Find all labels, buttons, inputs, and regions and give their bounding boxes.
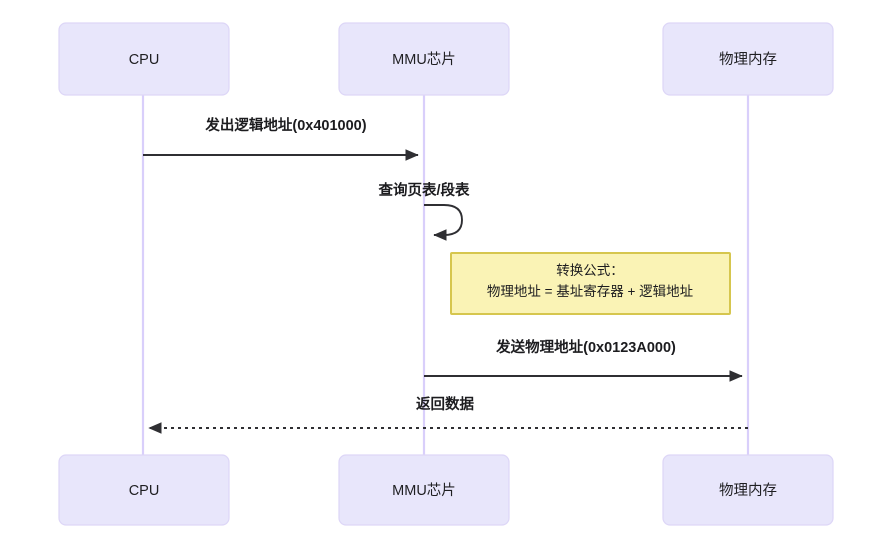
participant-label-mem: 物理内存: [719, 51, 777, 68]
note-line-2: 物理地址 = 基址寄存器 + 逻辑地址: [487, 283, 693, 299]
participant-label-cpu: CPU: [129, 52, 160, 68]
message-2[interactable]: 查询页表/段表: [378, 181, 470, 241]
message-3-label: 发送物理地址(0x0123A000): [495, 338, 676, 356]
participant-box-cpu[interactable]: [58, 22, 230, 96]
participant-label-mmu: MMU芯片: [392, 51, 456, 68]
participant-footer-mem[interactable]: 物理内存: [662, 454, 834, 526]
participant-box-mmu[interactable]: [338, 22, 510, 96]
message-2-label: 查询页表/段表: [378, 181, 470, 199]
participant-header-mmu[interactable]: MMU芯片: [338, 22, 510, 96]
message-4-label: 返回数据: [416, 395, 474, 413]
participant-header-mem[interactable]: 物理内存: [662, 22, 834, 96]
note-line-1: 转换公式：: [556, 263, 624, 278]
participant-box-mem-bottom[interactable]: [662, 454, 834, 526]
note-box[interactable]: [450, 252, 731, 315]
participant-header-cpu[interactable]: CPU: [58, 22, 230, 96]
message-1-label: 发出逻辑地址(0x401000): [204, 116, 366, 134]
participant-box-cpu-bottom[interactable]: [58, 454, 230, 526]
participant-box-mmu-bottom[interactable]: [338, 454, 510, 526]
participant-footer-cpu[interactable]: CPU: [58, 454, 230, 526]
participant-label-mmu-bottom: MMU芯片: [392, 482, 456, 499]
message-4[interactable]: 返回数据: [148, 395, 748, 434]
participant-box-mem[interactable]: [662, 22, 834, 96]
participant-footer-mmu[interactable]: MMU芯片: [338, 454, 510, 526]
note-conversion-formula[interactable]: 转换公式： 物理地址 = 基址寄存器 + 逻辑地址: [450, 252, 731, 315]
participant-label-cpu-bottom: CPU: [129, 483, 160, 499]
participant-label-mem-bottom: 物理内存: [719, 482, 777, 499]
message-2-self-loop-arrow[interactable]: [424, 204, 463, 241]
message-1[interactable]: 发出逻辑地址(0x401000): [143, 116, 419, 161]
message-3[interactable]: 发送物理地址(0x0123A000): [424, 338, 743, 382]
